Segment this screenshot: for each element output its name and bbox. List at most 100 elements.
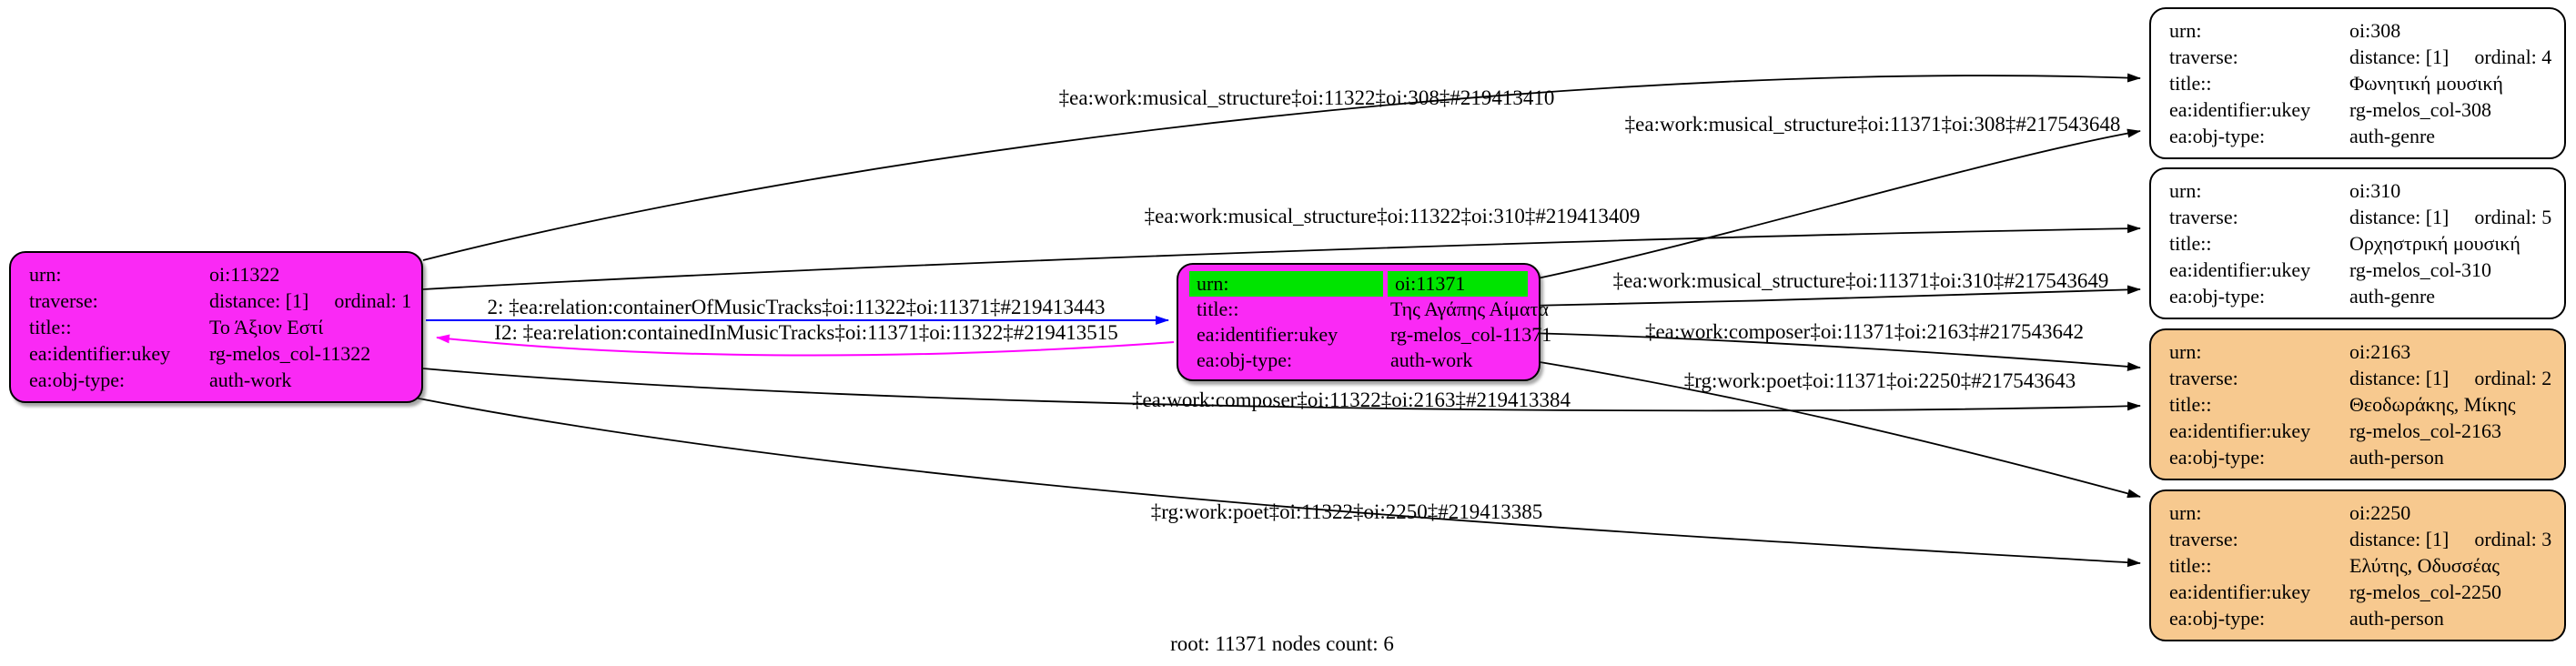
field-label: traverse:	[2169, 367, 2238, 389]
field-value: auth-person	[2349, 446, 2444, 469]
field-value: Φωνητική μουσική	[2349, 72, 2503, 95]
graph-caption: root: 11371 nodes count: 6	[1170, 632, 1394, 655]
field-label: urn:	[2169, 340, 2202, 363]
field-label: ea:obj-type:	[29, 368, 126, 391]
field-label: urn:	[2169, 19, 2202, 42]
node-row: title:: Το Άξιον Εστί	[11, 314, 421, 340]
field-value: rg-melos_col-11322	[209, 342, 371, 365]
edge-musical-structure-11371-310	[1528, 285, 2141, 307]
field-value: distance: [1]ordinal: 5	[2342, 204, 2553, 230]
node-row: urn: oi:308	[2151, 17, 2564, 44]
edge-label-poet-11322-2250: ‡rg:work:poet‡oi:11322‡oi:2250‡#21941338…	[1150, 500, 1543, 523]
field-value: Ορχηστρική μουσική	[2349, 232, 2520, 255]
field-value: auth-work	[1390, 348, 1473, 371]
node-oi-11371[interactable]: urn: oi:11371 title:: Της Αγάπης Αίματα …	[1177, 263, 1551, 381]
edge-label-musical-structure-11371-310: ‡ea:work:musical_structure‡oi:11371‡oi:3…	[1612, 269, 2109, 292]
edge-musical-structure-11371-308	[1528, 128, 2141, 281]
node-row: ea:identifier:ukey rg-melos_col-2163	[2151, 418, 2564, 444]
node-row: title:: Θεοδωράκης, Μίκης	[2151, 391, 2564, 418]
edge-musical-structure-11322-310	[422, 224, 2141, 290]
node-row: ea:obj-type: auth-genre	[2151, 283, 2564, 309]
node-row: traverse: distance: [1]ordinal: 1	[11, 288, 421, 314]
field-label: traverse:	[29, 289, 98, 312]
field-label: title::	[1197, 298, 1239, 320]
distance-value: distance: [1]	[2349, 528, 2450, 550]
node-oi-2163[interactable]: urn: oi:2163 traverse: distance: [1]ordi…	[2149, 328, 2566, 480]
field-value: Θεοδωράκης, Μίκης	[2349, 393, 2516, 416]
field-label: traverse:	[2169, 45, 2238, 68]
field-label: title::	[2169, 554, 2212, 577]
edge-label-musical-structure-11322-310: ‡ea:work:musical_structure‡oi:11322‡oi:3…	[1144, 205, 1641, 227]
field-value: Της Αγάπης Αίματα	[1390, 298, 1549, 320]
field-value: rg-melos_col-310	[2349, 258, 2492, 281]
node-row: ea:obj-type: auth-work	[11, 367, 421, 393]
ordinal-value: ordinal: 1	[334, 289, 412, 312]
node-row: ea:identifier:ukey rg-melos_col-308	[2151, 96, 2564, 123]
field-value: distance: [1]ordinal: 3	[2342, 526, 2553, 552]
field-label: ea:identifier:ukey	[1197, 323, 1339, 346]
field-label: urn:	[1189, 271, 1383, 297]
field-value: oi:308	[2349, 19, 2401, 42]
node-row-highlighted: urn: oi:11371	[1178, 271, 1539, 297]
field-label: ea:obj-type:	[2169, 446, 2266, 469]
node-oi-11322[interactable]: urn: oi:11322 traverse: distance: [1]ord…	[9, 251, 423, 403]
distance-value: distance: [1]	[2349, 206, 2450, 228]
edge-label-poet-11371-2250: ‡rg:work:poet‡oi:11371‡oi:2250‡#21754364…	[1683, 369, 2076, 392]
field-value: oi:11322	[209, 263, 280, 286]
node-row: ea:identifier:ukey rg-melos_col-11322	[11, 340, 421, 367]
edge-label-composer-11371-2163: ‡ea:work:composer‡oi:11371‡oi:2163‡#2175…	[1644, 320, 2085, 343]
node-oi-308[interactable]: urn: oi:308 traverse: distance: [1]ordin…	[2149, 7, 2566, 159]
field-label: urn:	[29, 263, 62, 286]
field-value: auth-person	[2349, 607, 2444, 630]
field-label: ea:obj-type:	[2169, 125, 2266, 147]
node-row: title:: Φωνητική μουσική	[2151, 70, 2564, 96]
field-value: oi:310	[2349, 179, 2401, 202]
field-label: traverse:	[2169, 206, 2238, 228]
edge-label-composer-11322-2163: ‡ea:work:composer‡oi:11322‡oi:2163‡#2194…	[1131, 388, 1571, 411]
node-row: ea:obj-type: auth-genre	[2151, 123, 2564, 149]
field-value: Ελύτης, Οδυσσέας	[2349, 554, 2500, 577]
edge-contained-in-music-tracks	[436, 334, 1175, 357]
edge-label-container-of-music-tracks: 2: ‡ea:relation:containerOfMusicTracks‡o…	[487, 296, 1106, 318]
field-value: rg-melos_col-308	[2349, 98, 2492, 121]
node-row: ea:obj-type: auth-person	[2151, 605, 2564, 631]
node-row: ea:identifier:ukey rg-melos_col-2250	[2151, 579, 2564, 605]
node-row: urn: oi:2250	[2151, 500, 2564, 526]
field-label: urn:	[2169, 179, 2202, 202]
edge-label-musical-structure-11322-308: ‡ea:work:musical_structure‡oi:11322‡oi:3…	[1058, 86, 1555, 109]
node-row: traverse: distance: [1]ordinal: 3	[2151, 526, 2564, 552]
field-label: ea:identifier:ukey	[2169, 258, 2311, 281]
field-label: title::	[29, 316, 72, 338]
field-value: Το Άξιον Εστί	[209, 316, 324, 338]
field-value: oi:2163	[2349, 340, 2411, 363]
field-value: rg-melos_col-11371	[1390, 323, 1552, 346]
field-value: distance: [1]ordinal: 2	[2342, 365, 2553, 391]
edge-composer-11371-2163	[1528, 332, 2141, 371]
node-row: traverse: distance: [1]ordinal: 5	[2151, 204, 2564, 230]
node-row: urn: oi:2163	[2151, 338, 2564, 365]
field-label: ea:identifier:ukey	[2169, 419, 2311, 442]
ordinal-value: ordinal: 4	[2474, 45, 2552, 68]
node-oi-2250[interactable]: urn: oi:2250 traverse: distance: [1]ordi…	[2149, 489, 2566, 641]
edge-musical-structure-11322-308	[422, 73, 2141, 261]
field-value: distance: [1]ordinal: 4	[2342, 44, 2553, 70]
field-label: traverse:	[2169, 528, 2238, 550]
node-row: title:: Της Αγάπης Αίματα	[1178, 297, 1549, 322]
field-label: title::	[2169, 393, 2212, 416]
node-oi-310[interactable]: urn: oi:310 traverse: distance: [1]ordin…	[2149, 167, 2566, 319]
field-label: urn:	[2169, 501, 2202, 524]
node-row: ea:identifier:ukey rg-melos_col-310	[2151, 257, 2564, 283]
field-value: rg-melos_col-2250	[2349, 580, 2502, 603]
field-label: ea:obj-type:	[1197, 348, 1293, 371]
field-value: rg-melos_col-2163	[2349, 419, 2502, 442]
edge-label-musical-structure-11371-308: ‡ea:work:musical_structure‡oi:11371‡oi:3…	[1624, 113, 2121, 136]
node-row: ea:obj-type: auth-person	[2151, 444, 2564, 470]
node-row: urn: oi:310	[2151, 177, 2564, 204]
field-value: auth-genre	[2349, 125, 2436, 147]
node-row: ea:obj-type: auth-work	[1178, 348, 1539, 373]
edge-poet-11371-2250	[1528, 359, 2141, 499]
distance-value: distance: [1]	[2349, 367, 2450, 389]
field-value: oi:11371	[1388, 271, 1528, 297]
